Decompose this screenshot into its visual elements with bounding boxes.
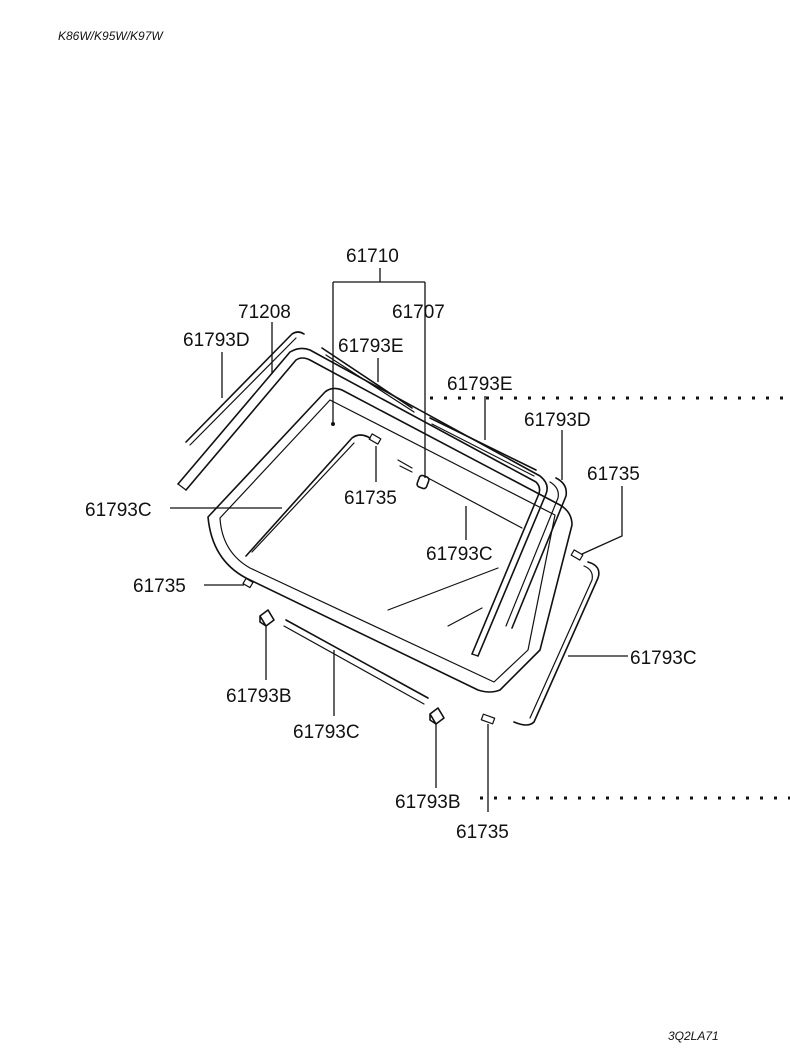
label-61735-right: 61735 bbox=[587, 464, 640, 485]
molding-61793C-left bbox=[245, 434, 371, 557]
label-61793C-bottom: 61793C bbox=[293, 722, 360, 743]
label-61735-bottom: 61735 bbox=[456, 822, 509, 843]
molding-61793E-right bbox=[429, 417, 537, 471]
model-codes: K86W/K95W/K97W bbox=[58, 29, 164, 43]
label-61793D-left: 61793D bbox=[183, 330, 250, 351]
molding-61793C-bottom bbox=[285, 619, 429, 699]
clip-61735-left bbox=[242, 577, 254, 589]
clip-61793B-bottom bbox=[429, 707, 445, 725]
clip-61735-right bbox=[570, 549, 584, 561]
molding-61793C-center bbox=[397, 459, 523, 529]
fastener-61707 bbox=[416, 474, 430, 490]
clip-61735-bottom bbox=[480, 713, 496, 725]
leader-lines bbox=[170, 268, 628, 812]
label-61710: 61710 bbox=[346, 246, 399, 267]
label-61793D-right: 61793D bbox=[524, 410, 591, 431]
label-61793B-left: 61793B bbox=[226, 686, 292, 707]
label-61793C-left: 61793C bbox=[85, 500, 152, 521]
drawing-code: 3Q2LA71 bbox=[668, 1029, 719, 1043]
molding-61793E-top bbox=[321, 347, 413, 409]
label-61793E-top: 61793E bbox=[338, 336, 404, 357]
label-61793C-center: 61793C bbox=[426, 544, 493, 565]
clip-61793B-left bbox=[259, 609, 275, 627]
label-61793B-bottom: 61793B bbox=[395, 792, 461, 813]
label-61735-left: 61735 bbox=[133, 576, 186, 597]
label-61707: 61707 bbox=[392, 302, 445, 323]
label-61793E-right: 61793E bbox=[447, 374, 513, 395]
label-61735-center: 61735 bbox=[344, 488, 397, 509]
molding-61793C-right bbox=[513, 561, 600, 726]
label-71208: 71208 bbox=[238, 302, 291, 323]
molding-61793D-right bbox=[511, 477, 568, 629]
molding-61793D-left bbox=[185, 331, 305, 443]
glass-panel bbox=[207, 387, 573, 693]
label-61793C-right: 61793C bbox=[630, 648, 697, 669]
clip-61735-center bbox=[368, 433, 382, 445]
